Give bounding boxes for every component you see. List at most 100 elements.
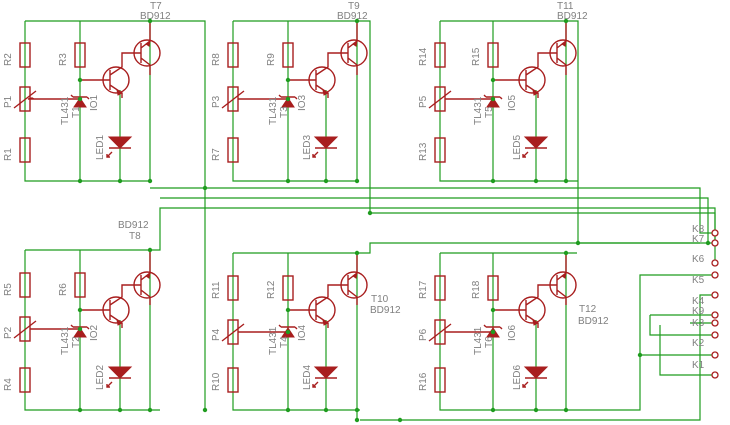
label-bd912-6: BD912 xyxy=(578,316,609,327)
led1 xyxy=(107,136,133,149)
led5 xyxy=(523,136,549,149)
label-t12: T12 xyxy=(579,304,597,315)
resistor-r14 xyxy=(434,42,446,68)
module-2: R8 P3 R7 R9 TL431 T3 IO3 T9 BD912 LED3 xyxy=(211,1,371,213)
pot-p3-wiper xyxy=(221,90,288,109)
label-k7: K7 xyxy=(692,234,705,245)
label-t6: T6 xyxy=(484,336,495,348)
label-r11: R11 xyxy=(211,281,222,299)
led6 xyxy=(523,366,549,379)
label-r12: R12 xyxy=(266,280,277,299)
label-k5: K5 xyxy=(692,275,705,286)
label-t2: T2 xyxy=(71,336,82,348)
junctions xyxy=(77,18,711,423)
resistor-r16 xyxy=(434,367,446,393)
resistor-r7 xyxy=(227,137,239,163)
label-r2: R2 xyxy=(3,53,14,66)
resistor-r18 xyxy=(487,275,499,301)
label-r3: R3 xyxy=(58,53,69,66)
label-t11: T11 xyxy=(557,1,574,12)
label-led3: LED3 xyxy=(302,135,313,160)
label-k9: K9 xyxy=(692,306,705,317)
shunt-t5 xyxy=(486,97,500,108)
label-r15: R15 xyxy=(471,47,482,66)
label-t3: T3 xyxy=(279,106,290,118)
label-bd912-2: BD912 xyxy=(337,11,368,22)
label-tl431-6: TL431 xyxy=(473,326,484,355)
label-t9: T9 xyxy=(348,1,360,12)
label-k1: K1 xyxy=(692,360,705,371)
label-r4: R4 xyxy=(3,378,14,391)
label-t7: T7 xyxy=(150,1,162,12)
label-r6: R6 xyxy=(58,283,69,296)
label-tl431-5: TL431 xyxy=(473,96,484,125)
connector-bus xyxy=(150,187,716,421)
label-bd912-1: BD912 xyxy=(140,11,171,22)
label-r18: R18 xyxy=(471,280,482,299)
shunt-t3 xyxy=(281,97,295,108)
resistor-r8 xyxy=(227,42,239,68)
label-bd912-5: BD912 xyxy=(370,305,401,316)
module-1: R2 P1 R1 R3 TL431 T1 IO1 T7 BD912 LED1 xyxy=(3,1,206,410)
label-tl431-1: TL431 xyxy=(60,96,71,125)
module-4: R5 P2 R4 R6 TL431 T2 IO2 BD912 T8 LED2 xyxy=(3,207,716,411)
label-k2: K2 xyxy=(692,338,705,349)
label-t10: T10 xyxy=(371,294,389,305)
label-t1: T1 xyxy=(71,106,82,118)
module-6: R17 P6 R16 R18 TL431 T6 IO6 T12 BD912 LE… xyxy=(418,252,715,411)
label-k4: K4 xyxy=(692,296,705,307)
pad-k7[interactable] xyxy=(711,239,719,247)
label-io2: IO2 xyxy=(89,324,100,341)
label-led2: LED2 xyxy=(95,365,106,390)
connector-k: K8 K7 K6 K5 K4 K9 K3 K2 K1 xyxy=(692,224,719,379)
resistor-r2 xyxy=(19,42,31,68)
label-io5: IO5 xyxy=(507,94,518,111)
label-io3: IO3 xyxy=(297,94,308,111)
pot-p2-wiper xyxy=(13,320,80,339)
pad-k4[interactable] xyxy=(711,291,719,299)
resistor-r17 xyxy=(434,275,446,301)
label-k3: K3 xyxy=(692,318,705,329)
led4 xyxy=(313,366,339,379)
pot-p6-wiper xyxy=(428,323,493,342)
shunt-t2 xyxy=(73,327,87,338)
module-3: R14 P5 R13 R15 TL431 T5 IO5 T11 BD912 LE… xyxy=(418,1,588,243)
label-r7: R7 xyxy=(211,148,222,161)
module-5: R11 P4 R10 R12 TL431 T4 IO4 T10 BD912 LE… xyxy=(211,242,715,420)
label-io6: IO6 xyxy=(507,324,518,341)
resistor-r10 xyxy=(227,367,239,393)
label-r13: R13 xyxy=(418,142,429,161)
resistor-r1 xyxy=(19,137,31,163)
label-tl431-2: TL431 xyxy=(60,326,71,355)
label-r14: R14 xyxy=(418,47,429,66)
pad-k3[interactable] xyxy=(711,319,719,327)
pad-k8[interactable] xyxy=(711,229,719,237)
label-io4: IO4 xyxy=(297,324,308,341)
pad-k5[interactable] xyxy=(711,271,719,279)
resistor-r15 xyxy=(487,42,499,68)
pad-k6[interactable] xyxy=(711,259,719,267)
label-p6: P6 xyxy=(418,328,429,341)
label-k6: K6 xyxy=(692,254,705,265)
pad-k1-a[interactable] xyxy=(711,351,719,359)
pad-k9[interactable] xyxy=(711,311,719,319)
label-t8: T8 xyxy=(129,231,141,242)
label-r1: R1 xyxy=(3,148,14,161)
label-r9: R9 xyxy=(266,53,277,66)
resistor-r4 xyxy=(19,367,31,393)
label-p3: P3 xyxy=(211,95,222,108)
led3 xyxy=(313,136,339,149)
label-led1: LED1 xyxy=(95,135,106,160)
label-p2: P2 xyxy=(3,326,14,339)
pad-k1[interactable] xyxy=(711,371,719,379)
pot-p1-wiper xyxy=(13,90,80,109)
shunt-t1 xyxy=(73,97,87,108)
label-r10: R10 xyxy=(211,372,222,391)
label-p5: P5 xyxy=(418,95,429,108)
label-p1: P1 xyxy=(3,95,14,108)
pad-k2[interactable] xyxy=(711,331,719,339)
label-led6: LED6 xyxy=(512,365,523,390)
resistor-r13 xyxy=(434,137,446,163)
